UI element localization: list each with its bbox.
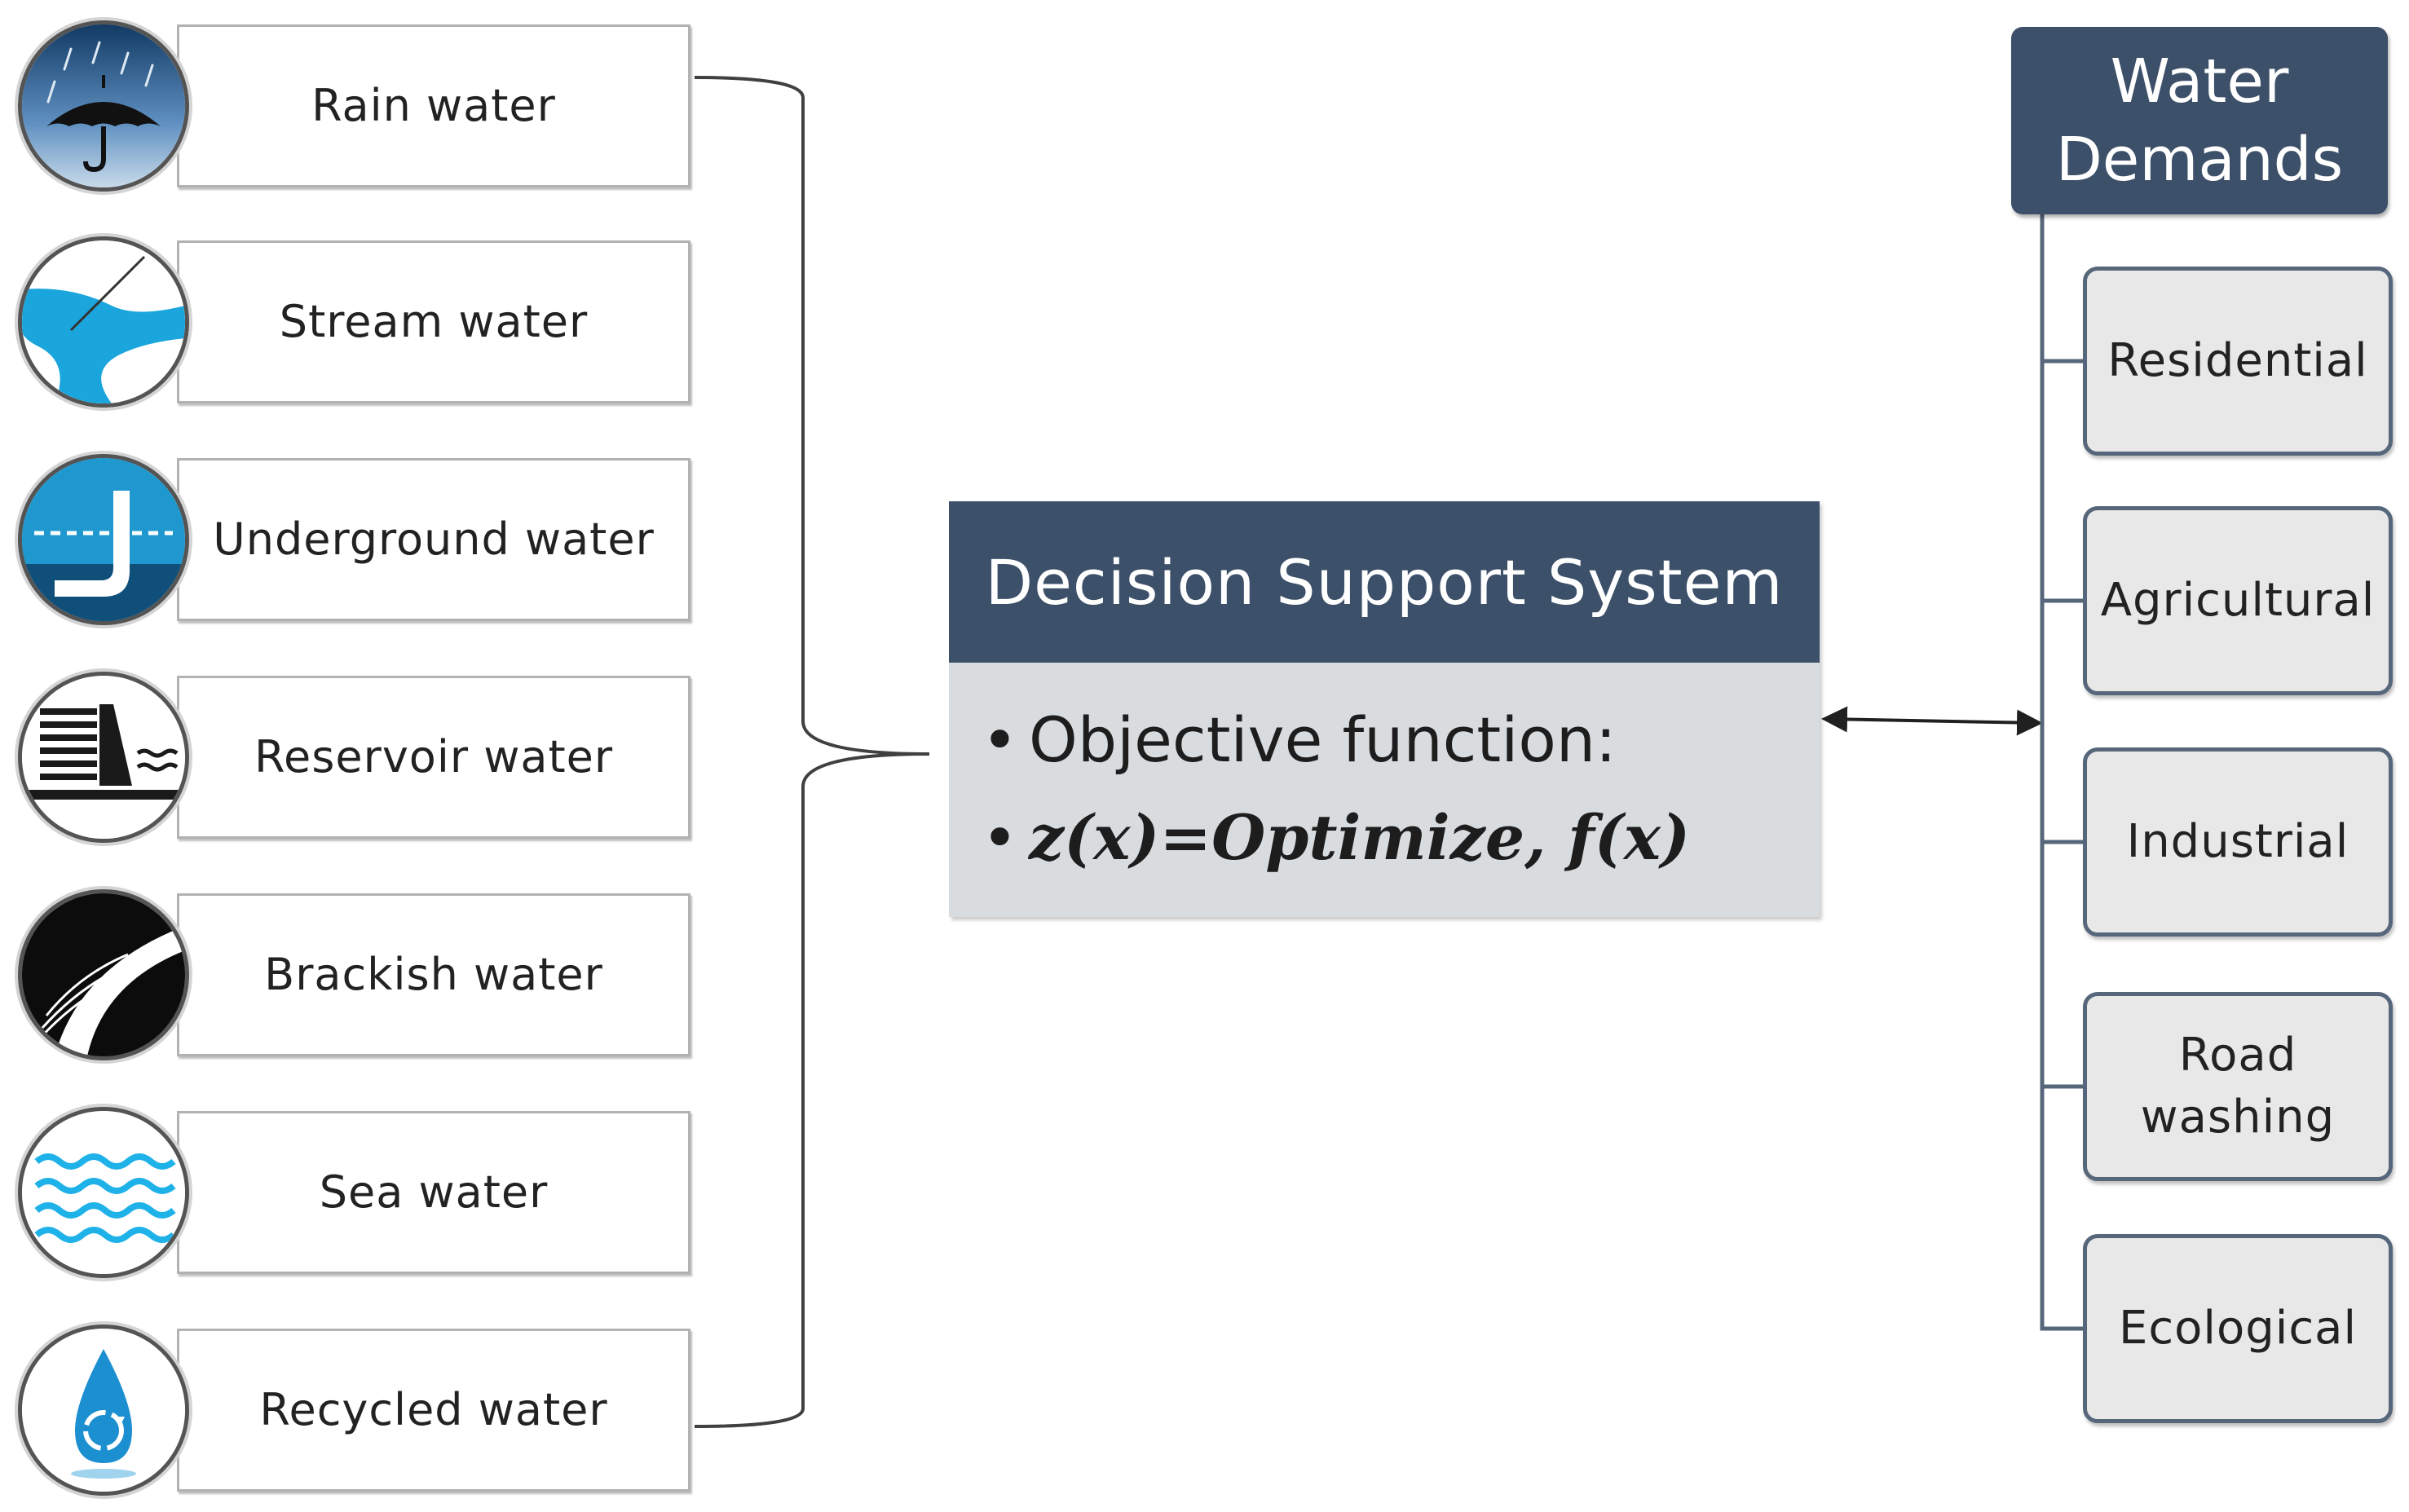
source-underground-water: Underground water <box>18 454 695 625</box>
rain-umbrella-icon <box>18 20 189 192</box>
source-reservoir-water: Reservoir water <box>18 672 695 843</box>
demand-industrial: Industrial <box>2083 747 2393 937</box>
source-box: Underground water <box>177 458 690 621</box>
stream-icon <box>18 236 189 408</box>
source-box: Reservoir water <box>177 676 690 839</box>
source-brackish-water: Brackish water <box>18 889 695 1060</box>
source-recycled-water: Recycled water <box>18 1325 695 1496</box>
water-demands-title: Water Demands <box>2055 46 2344 195</box>
objective-function-label: Objective function: <box>1029 703 1617 776</box>
source-label: Underground water <box>213 513 655 565</box>
bullet-marker: • <box>982 801 1018 874</box>
recycle-drop-icon <box>18 1325 189 1496</box>
objective-function-formula: z(x)=Optimize, f(x) <box>1029 801 1691 874</box>
source-rain-water: Rain water <box>18 20 695 192</box>
dam-reservoir-icon <box>18 672 189 843</box>
source-box: Brackish water <box>177 893 690 1056</box>
demand-label: Ecological <box>2118 1302 2358 1355</box>
sources-brace <box>694 76 930 1428</box>
brackish-spray-icon <box>18 889 189 1060</box>
source-label: Brackish water <box>264 948 603 1000</box>
dss-body: •Objective function: •z(x)=Optimize, f(x… <box>949 663 1820 917</box>
demand-residential: Residential <box>2083 267 2393 456</box>
source-box: Recycled water <box>177 1329 690 1492</box>
source-stream-water: Stream water <box>18 236 695 408</box>
source-label: Recycled water <box>259 1383 608 1435</box>
decision-support-system: Decision Support System •Objective funct… <box>949 501 1820 917</box>
source-label: Rain water <box>311 79 556 131</box>
demand-tree-trunk <box>2040 214 2083 1331</box>
source-sea-water: Sea water <box>18 1107 695 1278</box>
source-label: Sea water <box>319 1166 549 1218</box>
demand-ecological: Ecological <box>2083 1234 2393 1423</box>
source-label: Stream water <box>279 295 589 347</box>
source-box: Sea water <box>177 1111 690 1274</box>
water-demands-header: Water Demands <box>2011 27 2388 214</box>
demand-label: Road washing <box>2140 1029 2336 1144</box>
source-label: Reservoir water <box>254 730 614 782</box>
demand-road-washing: Road washing <box>2083 992 2393 1181</box>
source-box: Rain water <box>177 24 690 187</box>
dss-title: Decision Support System <box>949 501 1820 663</box>
demand-label: Residential <box>2107 334 2368 387</box>
underground-pipe-icon <box>18 454 189 625</box>
demand-label: Agricultural <box>2100 574 2376 627</box>
dss-demand-arrow <box>1821 706 2043 736</box>
demand-label: Industrial <box>2126 815 2349 868</box>
bullet-marker: • <box>982 703 1018 776</box>
dss-bullet: •z(x)=Optimize, f(x) <box>982 789 1820 887</box>
demand-agricultural: Agricultural <box>2083 506 2393 695</box>
sea-waves-icon <box>18 1107 189 1278</box>
dss-bullet: •Objective function: <box>982 691 1820 789</box>
source-box: Stream water <box>177 240 690 403</box>
